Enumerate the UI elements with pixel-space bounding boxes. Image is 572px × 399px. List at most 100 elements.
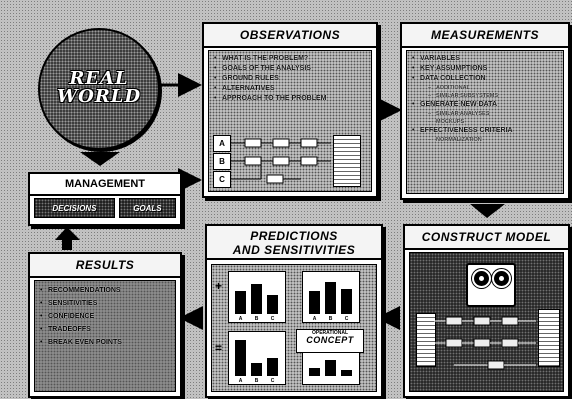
results-title: RESULTS	[30, 254, 180, 278]
construct-model-panel: CONSTRUCT MODEL	[403, 224, 570, 398]
measurements-item: –MOCKUPS	[428, 119, 465, 125]
measurements-list: •VARIABLES•KEY ASSUMPTIONS•DATA COLLECTI…	[407, 51, 563, 147]
results-item: •RECOMMENDATIONS	[40, 284, 170, 297]
chart-tick-label: C	[270, 316, 275, 322]
chart-tick-label: B	[328, 316, 333, 322]
bullet-icon: –	[428, 93, 432, 99]
bullet-icon: •	[40, 313, 43, 320]
results-list: •RECOMMENDATIONS•SENSITIVITIES•CONFIDENC…	[35, 281, 175, 352]
chart-bar	[251, 284, 262, 314]
bullet-icon: •	[412, 55, 415, 62]
real-world-label: REAL WORLD	[40, 70, 158, 106]
bullet-icon: •	[412, 75, 415, 82]
results-body: •RECOMMENDATIONS•SENSITIVITIES•CONFIDENC…	[34, 280, 176, 392]
bullet-icon: –	[428, 85, 432, 91]
tape-reel-right-icon	[492, 269, 511, 288]
chart-bar	[267, 358, 278, 376]
real-world-line1: REAL	[69, 68, 129, 89]
management-panel: MANAGEMENT DECISIONS GOALS	[28, 172, 182, 226]
bullet-icon: •	[412, 101, 415, 108]
chart-bar	[341, 370, 352, 376]
alt-row-a: A	[213, 135, 231, 152]
bullet-icon: •	[214, 85, 217, 92]
management-title: MANAGEMENT	[30, 174, 180, 196]
arrow-world-to-management	[80, 152, 120, 166]
observations-list: •WHAT IS THE PROBLEM? •GOALS OF THE ANALY…	[209, 51, 371, 107]
alt-flow-lines	[231, 138, 331, 184]
measurements-panel: MEASUREMENTS •VARIABLES•KEY ASSUMPTIONS•…	[400, 22, 570, 200]
measurements-item: •EFFECTIVENESS CRITERIA	[412, 127, 513, 134]
chart-bar	[309, 368, 320, 376]
bullet-icon: –	[428, 137, 432, 143]
observations-panel: OBSERVATIONS •WHAT IS THE PROBLEM? •GOALS…	[202, 22, 378, 198]
chart-bar	[235, 291, 246, 314]
prediction-chart-1: A B C	[228, 271, 286, 323]
chart-tick-label: B	[254, 378, 259, 384]
results-item: •SENSITIVITIES	[40, 297, 170, 310]
chart-tick-label: B	[254, 316, 259, 322]
bullet-icon: •	[214, 75, 217, 82]
measurements-item: –ADDITIONAL	[428, 85, 470, 91]
chart-bar	[325, 282, 336, 314]
management-goals: GOALS	[118, 198, 176, 218]
results-item: •CONFIDENCE	[40, 310, 170, 323]
management-decisions: DECISIONS	[34, 198, 115, 218]
bullet-icon: –	[428, 119, 432, 125]
construct-model-title: CONSTRUCT MODEL	[405, 226, 568, 250]
prediction-chart-3: A B C	[228, 331, 286, 385]
observations-item: •GOALS OF THE ANALYSIS	[214, 65, 311, 72]
observations-item: •WHAT IS THE PROBLEM?	[214, 55, 309, 62]
bullet-icon: •	[412, 65, 415, 72]
measurements-item: •VARIABLES	[412, 55, 460, 62]
measurements-body: •VARIABLES•KEY ASSUMPTIONS•DATA COLLECTI…	[406, 50, 564, 194]
bullet-icon: •	[214, 65, 217, 72]
chart-bar	[267, 295, 278, 314]
observations-body: •WHAT IS THE PROBLEM? •GOALS OF THE ANALY…	[208, 50, 372, 192]
concept-top-label: OPERATIONAL	[311, 330, 349, 336]
observations-item: •ALTERNATIVES	[214, 85, 275, 92]
tape-reel-left-icon	[472, 269, 491, 288]
chart-tick-label: C	[270, 378, 275, 384]
observations-title: OBSERVATIONS	[204, 24, 376, 48]
chart-tick-label: A	[312, 316, 317, 322]
input-document-icon	[416, 313, 436, 367]
observations-alternatives-diagram: A B C	[213, 135, 368, 191]
measurements-item: –SIMILAR SUBSYSTEMS	[428, 93, 499, 99]
prediction-chart-2: A B C	[302, 271, 360, 323]
chart-tick-label: A	[238, 316, 243, 322]
observations-document-icon	[333, 135, 361, 187]
alt-row-b: B	[213, 153, 231, 170]
chart-bar	[341, 289, 352, 314]
bullet-icon: •	[40, 339, 43, 346]
chart-tick-label: C	[344, 316, 349, 322]
chart-bar	[325, 360, 336, 376]
bullet-icon: •	[214, 95, 217, 102]
chart-bar	[235, 340, 246, 376]
bullet-icon: •	[40, 300, 43, 307]
measurements-item: –SIMILAR ANALYSES	[428, 111, 490, 117]
results-item: •TRADEOFFS	[40, 323, 170, 336]
observations-item: •APPROACH TO THE PROBLEM	[214, 95, 327, 102]
output-document-icon	[538, 309, 560, 367]
measurements-item: •GENERATE NEW DATA	[412, 101, 497, 108]
alt-row-c: C	[213, 171, 231, 188]
bullet-icon: •	[214, 55, 217, 62]
chart-bar	[251, 363, 262, 376]
predictions-title-line1: PREDICTIONS	[250, 229, 338, 243]
arrow-results-to-management	[55, 227, 80, 240]
measurements-title: MEASUREMENTS	[402, 24, 568, 48]
model-flow-lines	[434, 316, 536, 370]
bullet-icon: •	[412, 127, 415, 134]
predictions-title: PREDICTIONS AND SENSITIVITIES	[207, 226, 381, 260]
bullet-icon: •	[40, 326, 43, 333]
bullet-icon: •	[40, 287, 43, 294]
results-panel: RESULTS •RECOMMENDATIONS•SENSITIVITIES•C…	[28, 252, 182, 398]
real-world-circle: REAL WORLD	[38, 28, 160, 150]
chart-tick-label: A	[238, 378, 243, 384]
equals-sign: =	[215, 341, 223, 355]
observations-item: •GROUND RULES	[214, 75, 279, 82]
real-world-line2: WORLD	[56, 86, 142, 107]
results-item: •BREAK EVEN POINTS	[40, 336, 170, 349]
